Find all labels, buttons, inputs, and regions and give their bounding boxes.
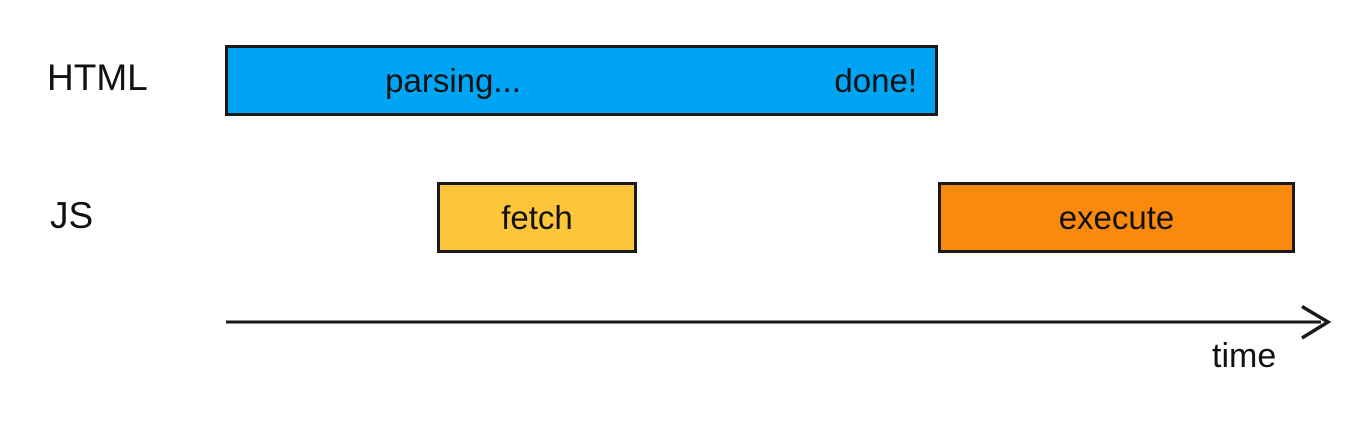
time-axis-arrowhead-icon: [1301, 304, 1332, 340]
execute-label: execute: [1058, 199, 1175, 236]
row-label-html: HTML: [47, 57, 148, 98]
html-parsing-bar: parsing... done!: [225, 45, 938, 116]
parsing-label: parsing...: [385, 62, 521, 99]
row-label-js: JS: [50, 195, 94, 236]
fetch-label: fetch: [501, 199, 573, 236]
js-fetch-bar: fetch: [437, 182, 637, 253]
time-axis-label: time: [1212, 337, 1277, 375]
done-label: done!: [834, 62, 917, 99]
js-execute-bar: execute: [938, 182, 1295, 253]
